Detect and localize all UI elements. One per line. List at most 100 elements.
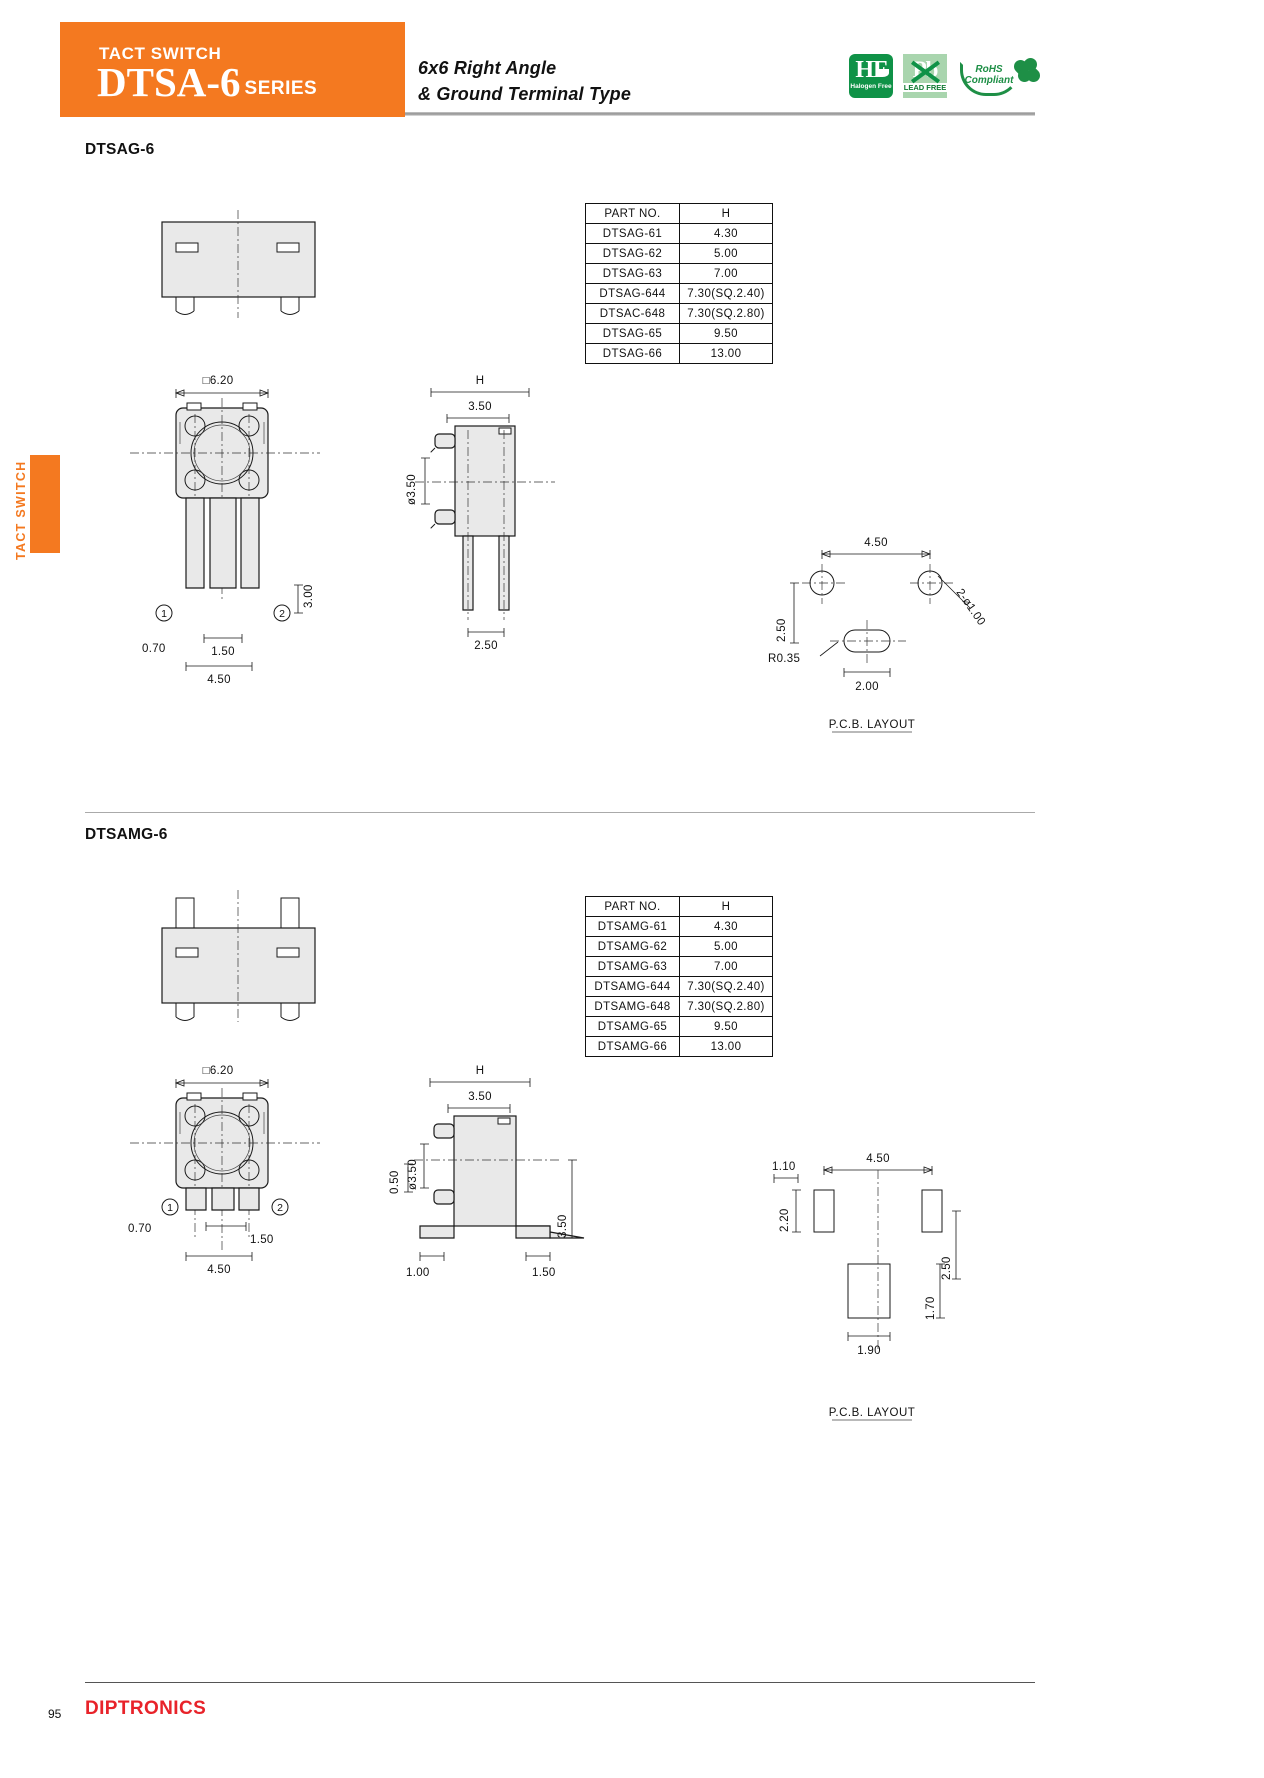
dim-pad-height: 2.20: [779, 1208, 791, 1232]
pin-1-label: 1: [167, 1202, 173, 1214]
pin-1-label: 1: [161, 608, 167, 620]
dim-span: 4.50: [207, 674, 231, 686]
dim-bottom: 2.50: [474, 640, 498, 652]
pin-2-label: 2: [279, 608, 285, 620]
header-kicker: TACT SWITCH: [99, 44, 222, 63]
cell-h: 5.00: [679, 243, 773, 264]
cell-part-no: DTSAMG-644: [585, 976, 680, 997]
th-part-no: PART NO.: [585, 203, 680, 224]
cell-part-no: DTSAMG-65: [585, 1016, 680, 1037]
dim-h: H: [476, 1065, 485, 1077]
footer-brand: DIPTRONICS: [85, 1698, 207, 1719]
rohs-compliant-icon: RoHS Compliant: [958, 52, 1043, 100]
cell-part-no: DTSAMG-62: [585, 936, 680, 957]
dtsag6-front-view: □6.20 1 2 3.00 0.70 1.50 4.50: [130, 375, 320, 686]
cell-part-no: DTSAMG-63: [585, 956, 680, 977]
dim-pcb-vert: 2.50: [941, 1256, 953, 1280]
dim-pcb-vert: 2.50: [776, 618, 788, 642]
cell-part-no: DTSAMG-61: [585, 916, 680, 937]
side-tab-label: TACT SWITCH: [14, 460, 28, 560]
section-title-dtsamg6: DTSAMG-6: [85, 826, 168, 843]
dtsag6-pcb-layout: 4.50 2.50 R0.35 2.00 2-ø1.00 P.C.B. LAYO…: [768, 537, 988, 733]
cell-h: 7.00: [679, 263, 773, 284]
dim-pcb-hole-note: 2-ø1.00: [954, 587, 988, 628]
pcb-layout-caption: P.C.B. LAYOUT: [829, 719, 916, 731]
cell-h: 4.30: [679, 223, 773, 244]
dim-inner: 1.50: [211, 646, 235, 658]
cell-part-no: DTSAG-62: [585, 243, 680, 264]
rohs-caption: RoHS Compliant: [964, 64, 1014, 86]
dim-top: 3.50: [468, 401, 492, 413]
cell-h: 4.30: [679, 916, 773, 937]
section-title-dtsag6: DTSAG-6: [85, 141, 155, 158]
dim-left-offset: 0.70: [142, 643, 166, 655]
cell-part-no: DTSAG-644: [585, 283, 680, 304]
dtsag6-side-view: H 3.50 ø3.50 2.50: [406, 375, 555, 652]
dim-right: 3.50: [557, 1214, 569, 1238]
lead-free-icon: Pb LEAD FREE: [903, 54, 947, 98]
clover-icon: [1011, 55, 1043, 88]
dim-inner: 1.50: [250, 1234, 274, 1246]
dim-bottom-left: 1.00: [406, 1267, 430, 1279]
cell-part-no: DTSAMG-66: [585, 1036, 680, 1057]
dim-lower-width: 1.90: [857, 1345, 881, 1357]
cell-h: 7.30(SQ.2.80): [679, 996, 773, 1017]
leaf-icon: [876, 69, 889, 77]
footer-rule: [85, 1682, 1035, 1683]
cell-part-no: DTSAC-648: [585, 303, 680, 324]
dim-stem: ø3.50: [406, 474, 418, 505]
dim-pcb-horiz: 4.50: [866, 1153, 890, 1165]
dim-h: H: [476, 375, 485, 387]
header-subtitle: 6x6 Right Angle & Ground Terminal Type: [418, 55, 631, 107]
table-header-row: PART NO. H: [585, 203, 773, 224]
dim-left-offset: 0.70: [128, 1223, 152, 1235]
cell-h: 7.00: [679, 956, 773, 977]
pin-2-label: 2: [277, 1202, 283, 1214]
subtitle-line-2: & Ground Terminal Type: [418, 84, 632, 105]
dim-bottom-right: 1.50: [532, 1267, 556, 1279]
header-rule: [405, 112, 1035, 116]
dtsamg6-side-view: H 3.50 ø3.50 0.50 3.50 1.00 1.50: [389, 1065, 585, 1279]
th-h: H: [679, 203, 773, 224]
swoosh-icon: [960, 62, 1020, 96]
th-part-no: PART NO.: [585, 896, 680, 917]
dtsamg6-front-view: □6.20 1 2 0.70 1.50 4.50: [128, 1065, 320, 1276]
dim-top: 3.50: [468, 1091, 492, 1103]
dtsag6-top-outline-view: [161, 210, 316, 318]
cell-part-no: DTSAG-61: [585, 223, 680, 244]
lead-free-caption: LEAD FREE: [903, 83, 947, 92]
cell-h: 9.50: [679, 1016, 773, 1037]
side-tab-marker: [30, 455, 60, 553]
dtsamg6-pcb-layout: 4.50 1.10 2.20 2.50 1.70 1.90 P.C.B. LAY…: [772, 1153, 961, 1421]
cell-part-no: DTSAG-66: [585, 343, 680, 364]
cell-h: 7.30(SQ.2.40): [679, 976, 773, 997]
dim-pcb-radius: R0.35: [768, 653, 800, 665]
pcb-layout-caption: P.C.B. LAYOUT: [829, 1407, 916, 1419]
section-divider: [85, 812, 1035, 813]
cell-h: 7.30(SQ.2.40): [679, 283, 773, 304]
cell-h: 13.00: [679, 343, 773, 364]
cell-h: 9.50: [679, 323, 773, 344]
dtsamg6-top-outline-view: [161, 890, 316, 1022]
dim-span: 4.50: [207, 1264, 231, 1276]
rohs-line-1: RoHS: [975, 64, 1003, 75]
cell-h: 5.00: [679, 936, 773, 957]
dim-pcb-horiz: 4.50: [864, 537, 888, 549]
dim-lower: 1.70: [925, 1296, 937, 1320]
series-suffix: SERIES: [244, 78, 318, 99]
